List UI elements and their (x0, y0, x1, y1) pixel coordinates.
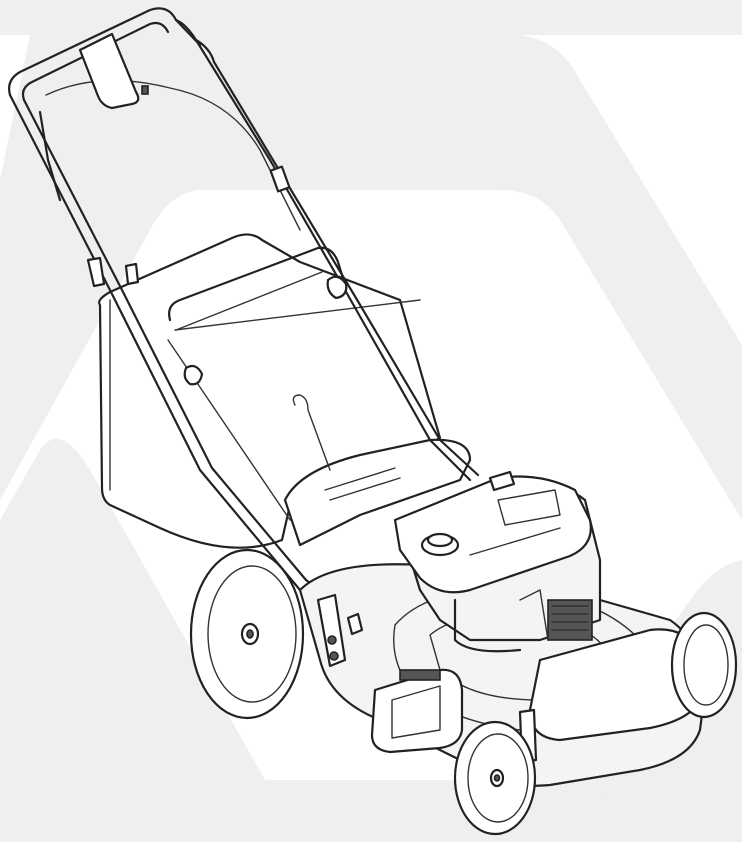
discharge-door-hinge (399, 669, 441, 681)
lever-pin-1 (327, 635, 337, 645)
handle-knob-right (326, 275, 348, 300)
bag-frame-handle (168, 246, 347, 331)
control-knob (141, 85, 149, 95)
oil-cap-top (426, 532, 454, 548)
handle-cable-clip (269, 165, 291, 193)
cooling-fins (547, 599, 593, 641)
chute-slot (324, 467, 396, 491)
fin-lines (551, 605, 589, 631)
rear-height-knob (346, 612, 364, 636)
front-left-bolt (493, 774, 501, 782)
fuel-cap (488, 470, 516, 492)
front-right-tire (670, 611, 738, 719)
drive-control-box (78, 32, 140, 110)
control-cable (45, 79, 301, 231)
front-left-rim (467, 733, 529, 823)
handle-right-rail-outer (194, 38, 480, 477)
engine (393, 470, 602, 653)
watermark-top-band (0, 0, 742, 35)
handle-top-left (8, 7, 202, 97)
watermark-lower-left (0, 438, 300, 842)
rear-wheel (189, 548, 305, 720)
handle-knob-lower (183, 364, 204, 386)
shroud-ridge (469, 527, 561, 556)
rear-height-lever (316, 593, 347, 668)
mower-handle (8, 7, 480, 612)
shroud-panel (497, 489, 561, 526)
mulch-plug-handle (292, 394, 331, 471)
engine-base (453, 598, 522, 653)
watermark-upper-hex (0, 35, 742, 520)
watermark-bottom-band (120, 780, 640, 842)
discharge-door-inner (391, 685, 441, 739)
rear-wheel-bolt (246, 629, 254, 639)
handle-bracket-left (124, 262, 140, 286)
grass-bag-frame-line (174, 299, 421, 331)
handle-right-rail (174, 18, 472, 482)
bag-handle-inner (175, 271, 323, 331)
front-wheel-left (453, 720, 537, 836)
engine-fuel-line (519, 589, 549, 641)
front-wheel-right (670, 611, 738, 719)
front-right-rim (683, 624, 729, 706)
lever-pin-2 (329, 651, 339, 661)
control-bail (38, 110, 62, 202)
handle-knob-left (86, 256, 106, 288)
engine-shroud (393, 475, 592, 594)
bag-handle-bar (168, 246, 347, 322)
chute-slot-2 (329, 477, 401, 501)
rear-wheel-rim (207, 565, 297, 703)
